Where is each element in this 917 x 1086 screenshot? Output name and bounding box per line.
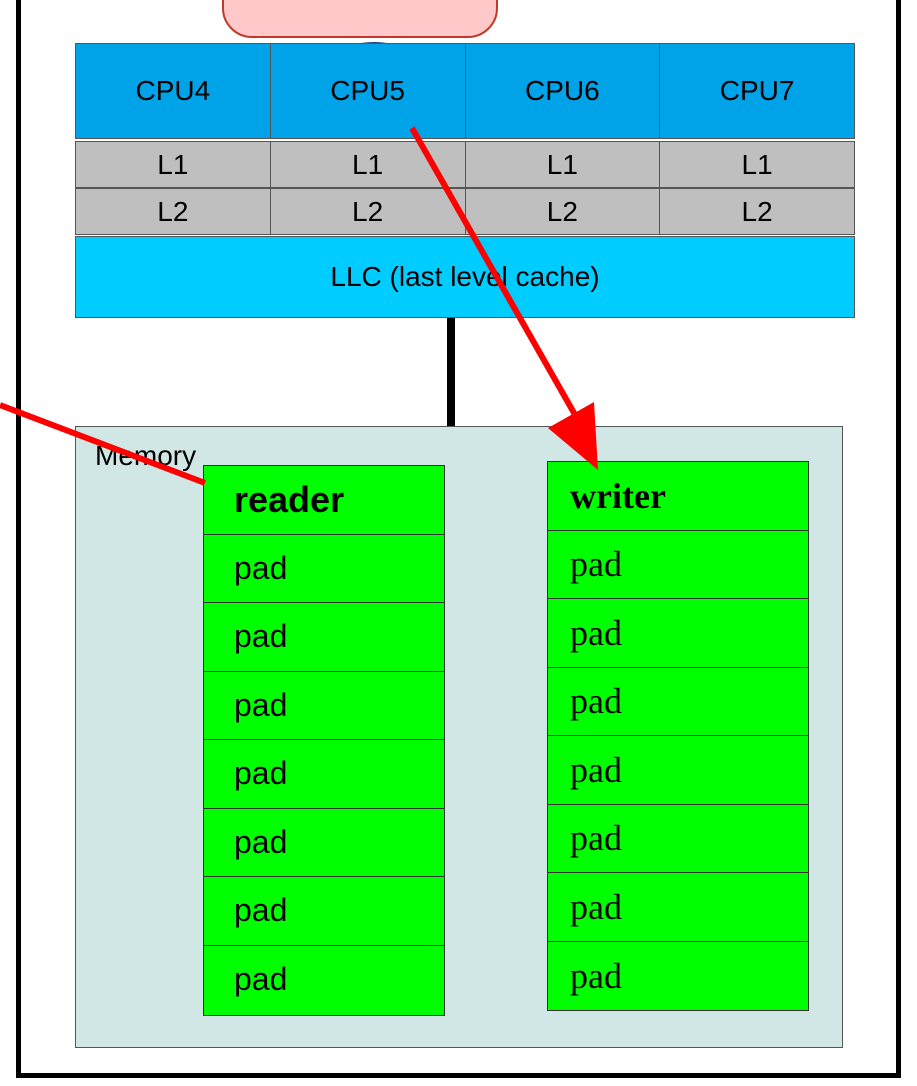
l2-cell: L2: [741, 195, 773, 227]
writer-pad-row: pad: [548, 805, 808, 873]
l1-cache-row: L1 L1 L1 L1: [75, 141, 855, 188]
reader-pad-row: pad: [204, 535, 444, 603]
l1-cell: L1: [271, 142, 466, 187]
l2-cell: L2: [76, 189, 271, 234]
writer-pad-row: pad: [548, 873, 808, 942]
l1-cell: L1: [76, 142, 271, 187]
reader-title: reader: [204, 466, 444, 535]
l1-cell: L1: [741, 148, 773, 180]
l1-cell: L1: [466, 142, 661, 187]
l2-cache-row: L2 L2 L2 L2: [75, 188, 855, 235]
l2-cell: L2: [271, 189, 466, 234]
reader-pad-row: pad: [204, 740, 444, 809]
cpu-row: CPU4 CPU5 CPU6 CPU7: [75, 43, 855, 139]
cpu-cell: CPU6: [466, 44, 661, 138]
reader-pad-row: pad: [234, 961, 288, 998]
reader-pad-row: pad: [204, 809, 444, 877]
writer-title: writer: [548, 462, 808, 531]
writer-pad-row: pad: [548, 736, 808, 805]
reader-pad-row: pad: [204, 603, 444, 672]
memory-label: Memory: [95, 440, 197, 471]
writer-pad-row: pad: [548, 668, 808, 736]
llc-cache: LLC (last level cache): [75, 236, 855, 318]
cpu-cell: CPU7: [719, 75, 795, 106]
writer-pad-row: pad: [548, 599, 808, 668]
memory-bus: [447, 318, 455, 426]
cpu-cell: CPU4: [76, 44, 271, 138]
writer-column: writer pad pad pad pad pad pad pad: [547, 461, 809, 1011]
reader-column: reader pad pad pad pad pad pad pad: [203, 465, 445, 1016]
writer-pad-row: pad: [548, 531, 808, 599]
l2-cell: L2: [466, 189, 661, 234]
reader-pad-row: pad: [204, 877, 444, 946]
reader-pad-row: pad: [204, 672, 444, 740]
cpu-cell: CPU5: [271, 44, 466, 138]
thought-cloud: [222, 0, 498, 38]
writer-pad-row: pad: [570, 955, 622, 996]
